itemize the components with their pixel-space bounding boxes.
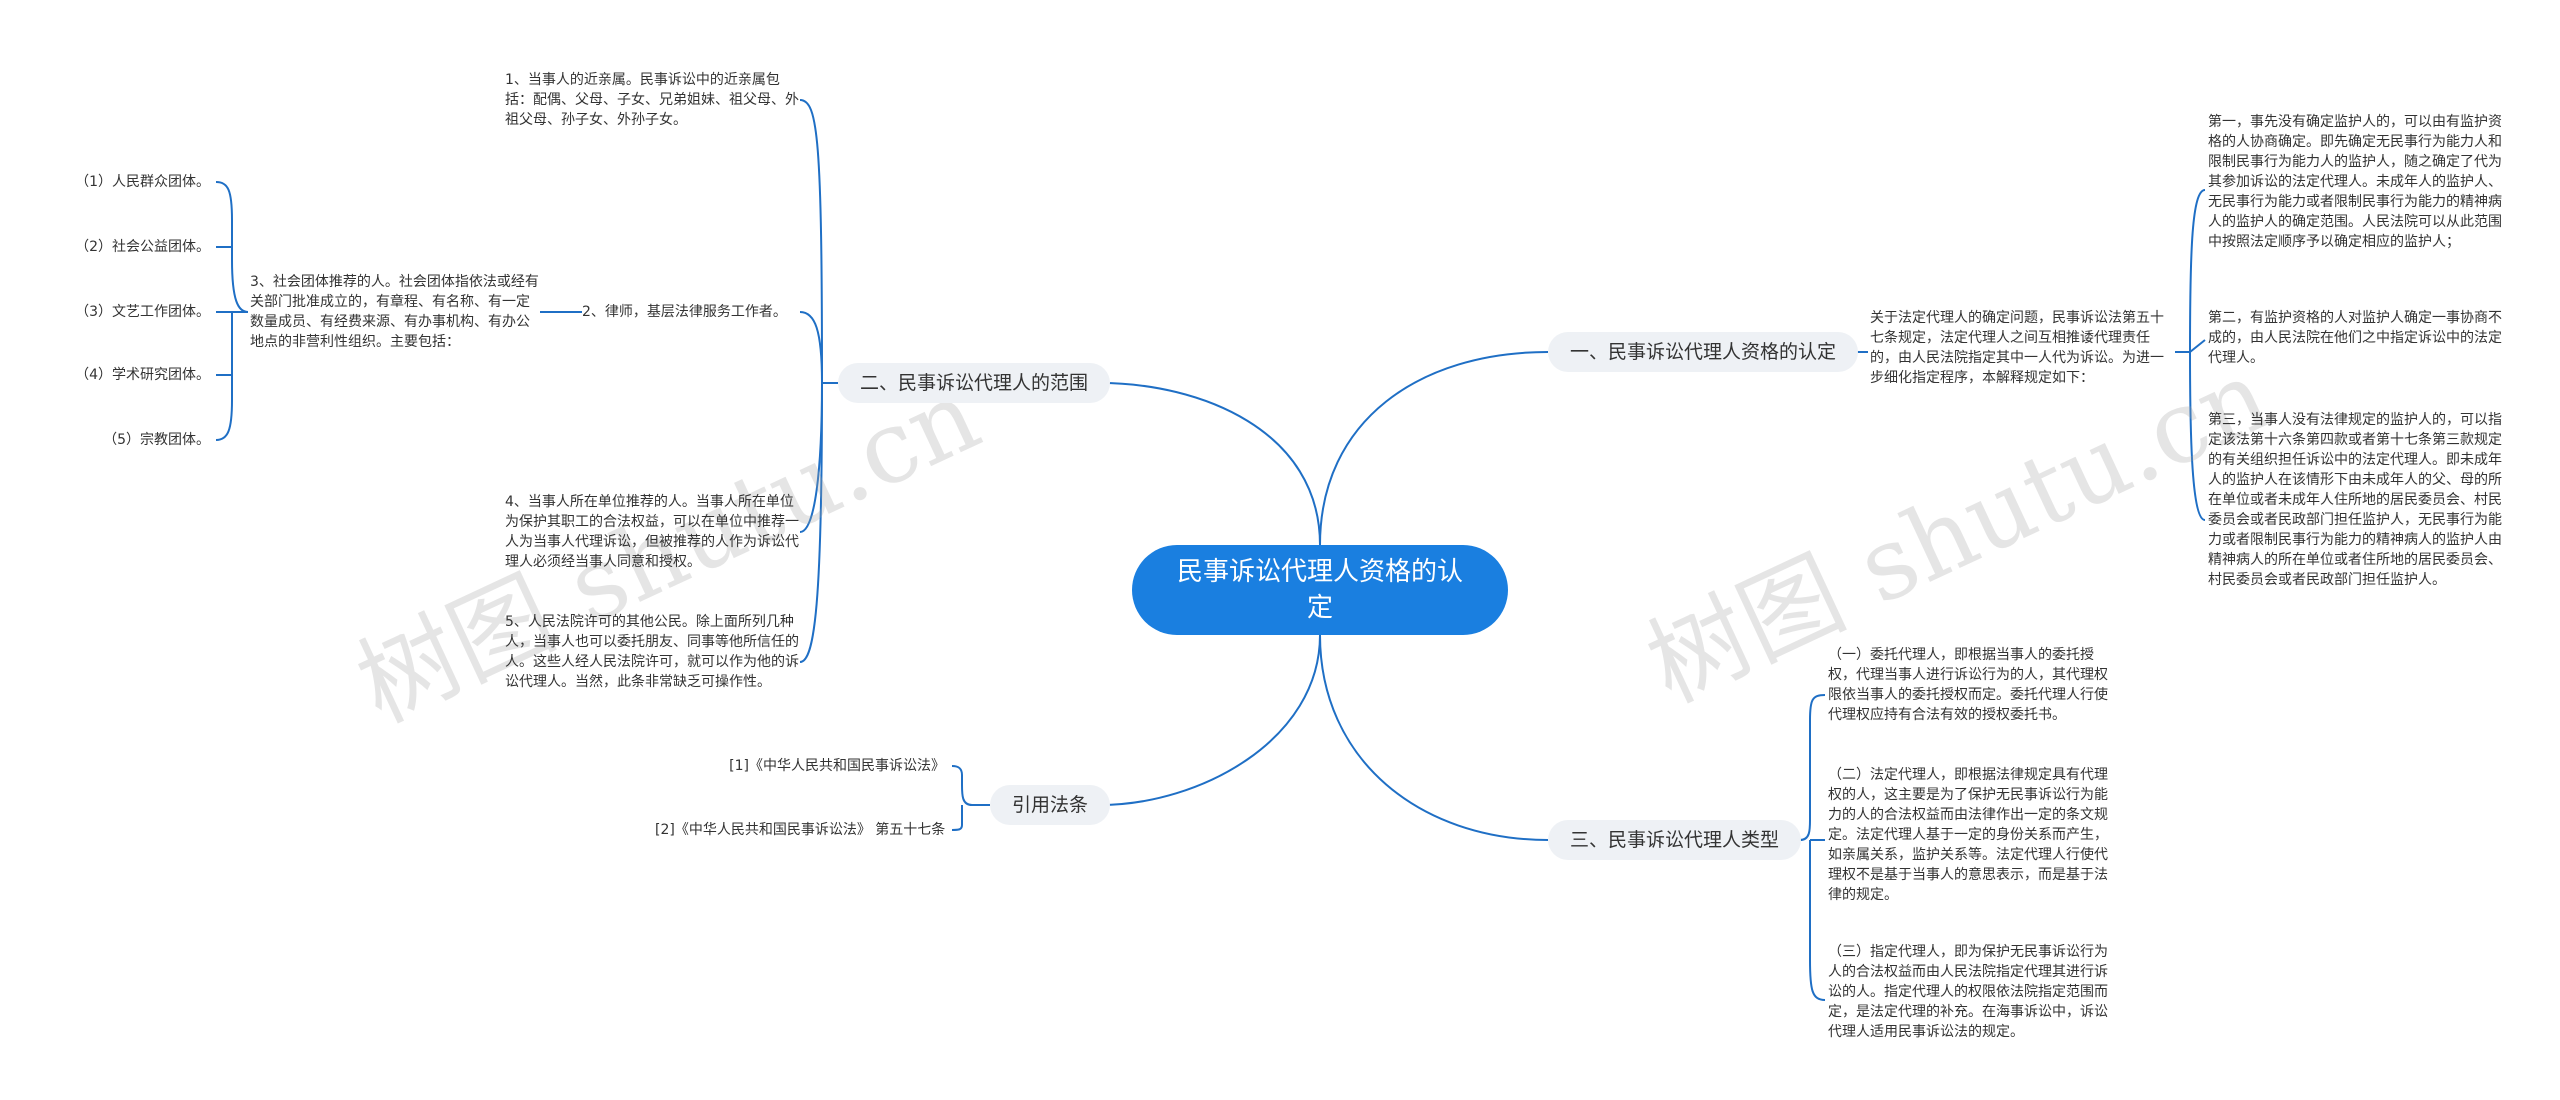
link-root-laws	[1099, 634, 1321, 806]
types-point-3: （三）指定代理人，即为保护无民事诉讼行为人的合法权益而由人民法院指定代理其进行诉…	[1828, 944, 2108, 1040]
determination-point-2: 第二，有监护资格的人对监护人确定一事协商不成的，由人民法院在他们之中指定诉讼中的…	[2208, 310, 2502, 366]
scope-item-3-sub-1: （1）人民群众团体。	[75, 174, 210, 190]
link-scope-item2	[799, 311, 823, 384]
link-scope-item1	[799, 99, 823, 384]
link-root-types	[1319, 634, 1549, 841]
link-laws-bracket	[951, 765, 990, 831]
determination-intro: 关于法定代理人的确定问题，民事诉讼法第五十七条规定，法定代理人之间互相推诿代理责…	[1870, 310, 2164, 386]
branch-laws[interactable]: 引用法条	[990, 785, 1111, 825]
link-item3-bracket	[215, 181, 249, 441]
link-intro-bracket	[2175, 189, 2206, 521]
types-point-1: （一）委托代理人，即根据当事人的委托授权，代理当事人进行诉讼行为的人，其代理权限…	[1828, 647, 2108, 723]
scope-item-5: 5、人民法院许可的其他公民。除上面所列几种人，当事人也可以委托朋友、同事等他所信…	[505, 614, 799, 690]
scope-item-3-sub-5: （5）宗教团体。	[103, 432, 210, 448]
root-topic[interactable]: 民事诉讼代理人资格的认定	[1132, 545, 1508, 635]
scope-item-4: 4、当事人所在单位推荐的人。当事人所在单位为保护其职工的合法权益，可以在单位中推…	[505, 494, 799, 570]
scope-item-3-sub-4: （4）学术研究团体。	[75, 367, 210, 383]
link-root-scope	[1099, 382, 1321, 546]
law-item-1: [1]《中华人民共和国民事诉讼法》	[729, 758, 945, 774]
link-types-bracket	[1786, 694, 1826, 1001]
branch-types[interactable]: 三、民事诉讼代理人类型	[1548, 820, 1802, 860]
determination-point-1: 第一，事先没有确定监护人的，可以由有监护资格的人协商确定。即先确定无民事行为能力…	[2208, 114, 2502, 250]
law-item-2: [2]《中华人民共和国民事诉讼法》 第五十七条	[655, 822, 946, 838]
scope-item-3-sub-3: （3）文艺工作团体。	[75, 304, 210, 320]
scope-item-1: 1、当事人的近亲属。民事诉讼中的近亲属包括：配偶、父母、子女、兄弟姐妹、祖父母、…	[505, 72, 799, 128]
link-root-determination	[1319, 351, 1549, 546]
scope-item-3-sub-2: （2）社会公益团体。	[75, 239, 210, 255]
branch-scope[interactable]: 二、民事诉讼代理人的范围	[838, 363, 1111, 403]
types-point-2: （二）法定代理人，即根据法律规定具有代理权的人，这主要是为了保护无民事诉讼行为能…	[1828, 767, 2108, 903]
determination-point-3: 第三，当事人没有法律规定的监护人的，可以指定该法第十六条第四款或者第十七条第三款…	[2208, 412, 2502, 588]
branch-determination[interactable]: 一、民事诉讼代理人资格的认定	[1548, 332, 1859, 372]
scope-item-2: 2、律师，基层法律服务工作者。	[582, 304, 787, 320]
link-scope-item5	[799, 382, 823, 663]
scope-item-3: 3、社会团体推荐的人。社会团体指依法或经有关部门批准成立的，有章程、有名称、有一…	[250, 274, 539, 350]
